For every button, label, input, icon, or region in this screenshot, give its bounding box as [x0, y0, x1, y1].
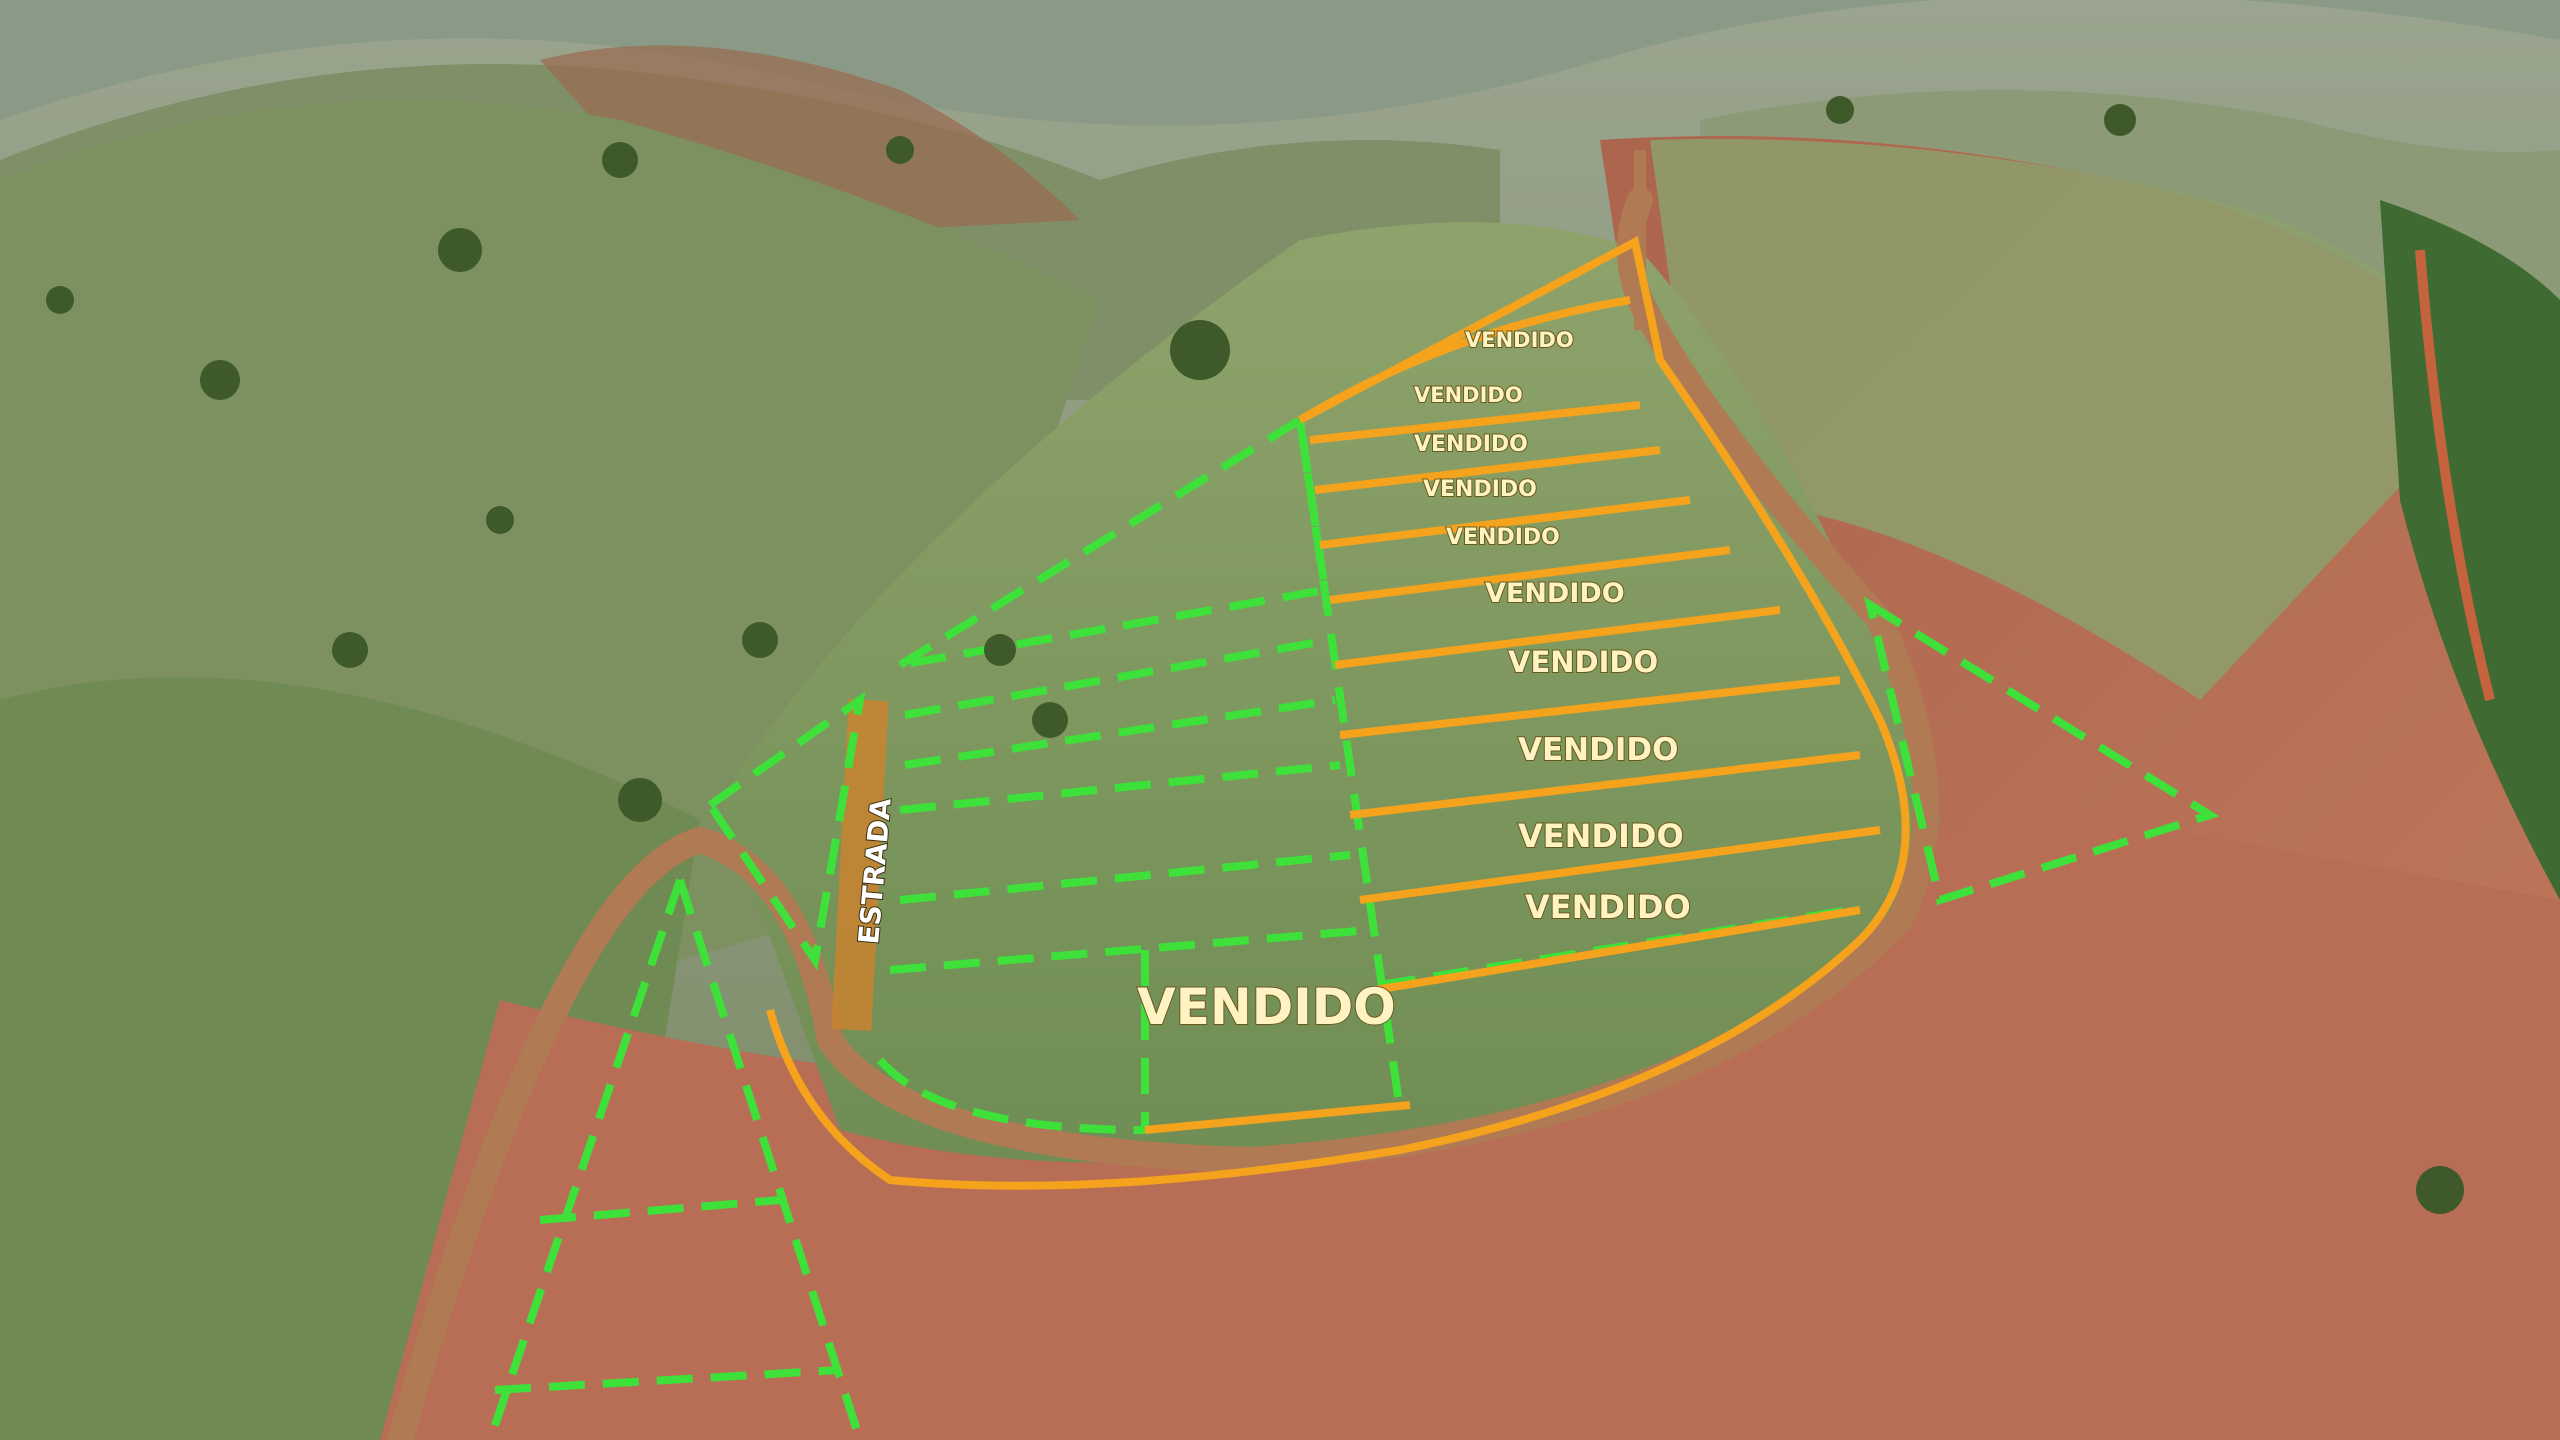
- scattered-trees: [46, 96, 2464, 1214]
- road-strip: [831, 699, 889, 1031]
- sold-label: VENDIDO: [1518, 732, 1678, 768]
- available-lot-outline-lower: [486, 878, 864, 1440]
- available-lot-outline-left: [704, 691, 866, 971]
- available-lot-outline-right-triangle: [1863, 596, 2220, 906]
- sold-label: VENDIDO: [1446, 525, 1560, 550]
- sold-label: VENDIDO: [1508, 645, 1658, 679]
- sold-label: VENDIDO: [1414, 432, 1528, 457]
- sold-label: VENDIDO: [1465, 328, 1574, 352]
- sold-label: VENDIDO: [1414, 383, 1523, 407]
- sold-label: VENDIDO: [1137, 978, 1396, 1036]
- sold-label: VENDIDO: [1485, 578, 1625, 609]
- lot-labels: ESTRADA VENDIDO VENDIDO VENDIDO VENDIDO …: [851, 327, 1692, 1037]
- sold-label: VENDIDO: [1423, 477, 1537, 502]
- lot-ridge: [720, 222, 1940, 1163]
- sold-lots: [766, 235, 1910, 1190]
- sold-lot-outline: [766, 235, 1910, 1190]
- sold-label: VENDIDO: [1518, 817, 1684, 855]
- sold-label: VENDIDO: [1525, 888, 1691, 926]
- dirt-road: [387, 150, 1939, 1440]
